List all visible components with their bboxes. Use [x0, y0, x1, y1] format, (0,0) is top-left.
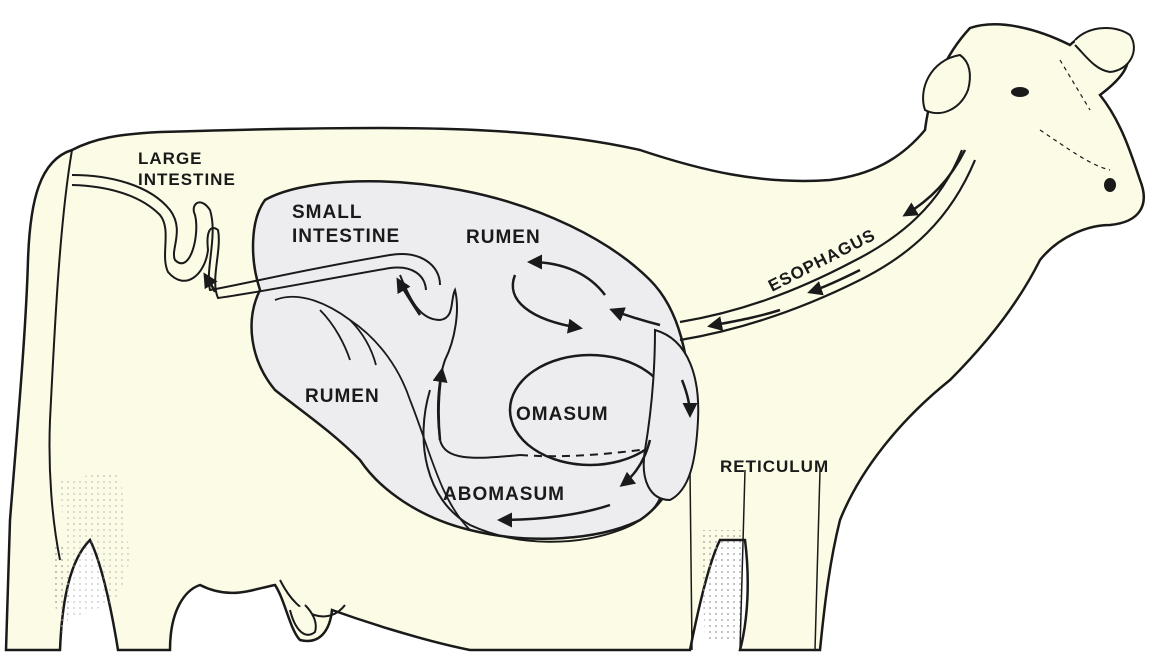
label-rumen-upper: RUMEN — [466, 227, 541, 248]
label-rumen-lower: RUMEN — [305, 386, 380, 407]
front-leg-shading — [700, 530, 745, 640]
nostril — [1104, 178, 1116, 192]
label-omasum: OMASUM — [516, 404, 609, 425]
label-large-intestine-line2: INTESTINE — [138, 170, 236, 189]
label-abomasum: ABOMASUM — [443, 484, 565, 505]
label-small-intestine-line2: INTESTINE — [292, 226, 400, 247]
label-reticulum: RETICULUM — [720, 457, 829, 476]
eye — [1011, 87, 1029, 97]
label-small-intestine-line1: SMALL — [292, 202, 362, 223]
label-large-intestine-line1: LARGE — [138, 149, 203, 168]
